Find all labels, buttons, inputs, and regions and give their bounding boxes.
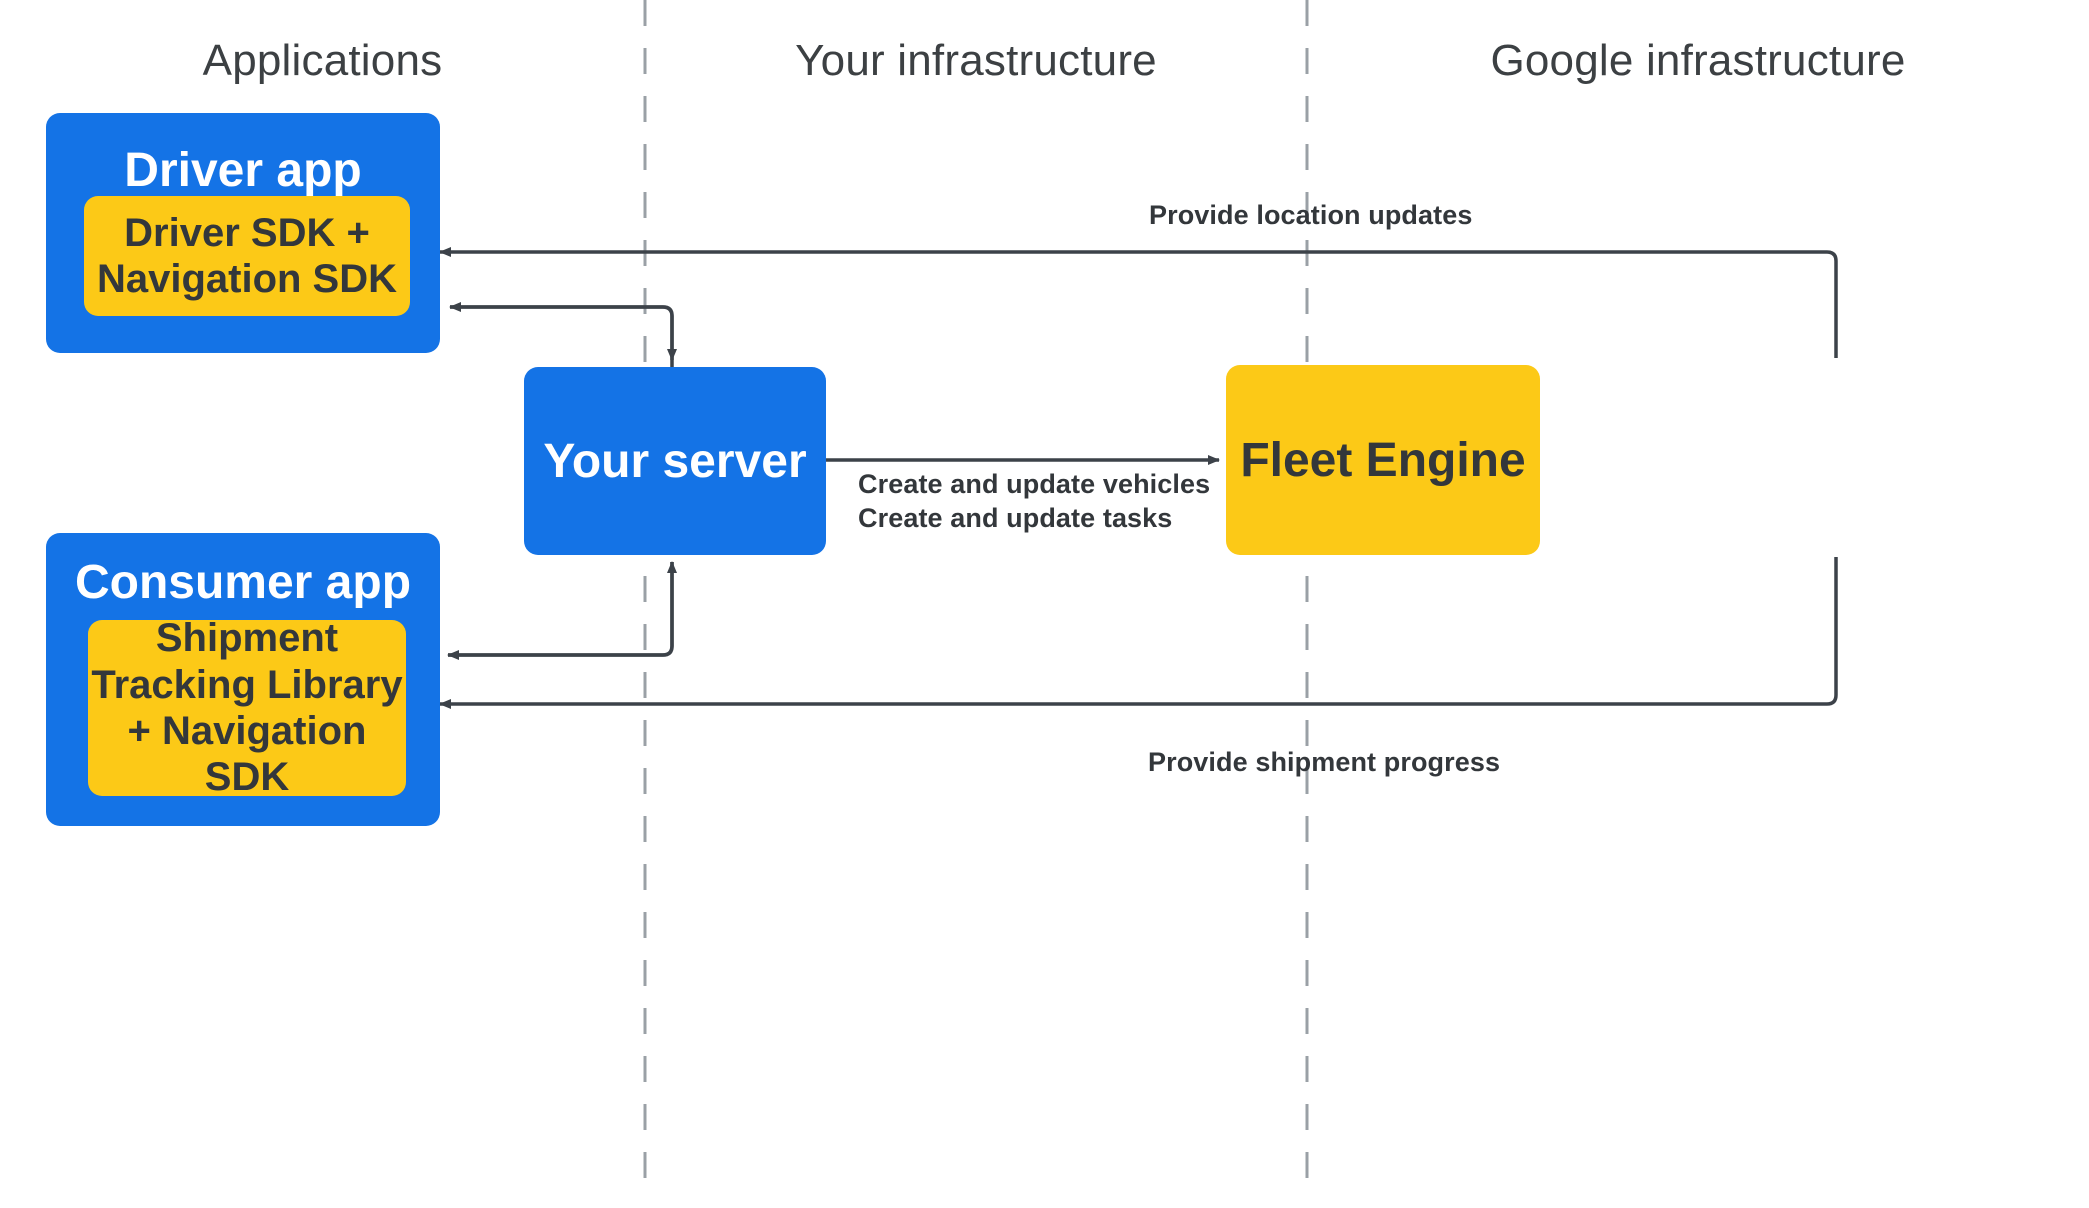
- node-driver-sdk-line-1: Driver SDK +: [124, 210, 370, 255]
- node-driver-app-title: Driver app: [124, 144, 362, 197]
- edge-label-create-and-update-vehicles: Create and update vehicles: [858, 469, 1211, 499]
- column-header-applications: Applications: [202, 36, 443, 85]
- column-header-google-infrastructure: Google infrastructure: [1490, 36, 1906, 85]
- edge-server-to-consumer-app: [447, 562, 674, 660]
- node-shipment-tracking-library-line-2: Tracking Library: [91, 662, 403, 707]
- edge-label-create-and-update-tasks: Create and update tasks: [858, 503, 1173, 533]
- node-shipment-tracking-library-label: Shipment Tracking Library + Navigation S…: [88, 615, 406, 801]
- node-your-server[interactable]: Your server: [524, 367, 826, 555]
- node-shipment-tracking-library[interactable]: Shipment Tracking Library + Navigation S…: [88, 616, 406, 799]
- edge-server-to-driver-app: [449, 302, 674, 367]
- node-your-server-label: Your server: [543, 434, 807, 488]
- node-driver-sdk-line-2: Navigation SDK: [96, 257, 398, 301]
- edge-driver-app-to-server: [450, 305, 677, 361]
- edge-label-provide-location-updates: Provide location updates: [1149, 200, 1473, 230]
- node-shipment-tracking-library-line-3: + Navigation SDK: [127, 709, 367, 800]
- edge-consumer-app-to-server: [448, 561, 677, 657]
- node-driver-sdk[interactable]: Driver SDK + Navigation SDK: [84, 196, 410, 316]
- edge-label-provide-shipment-progress: Provide shipment progress: [1148, 747, 1501, 777]
- edge-provide-shipment-progress: [439, 557, 1838, 709]
- node-shipment-tracking-library-line-1: Shipment: [155, 616, 339, 661]
- node-fleet-engine[interactable]: Fleet Engine: [1226, 365, 1540, 555]
- column-header-your-infrastructure: Your infrastructure: [795, 36, 1157, 85]
- node-fleet-engine-label: Fleet Engine: [1240, 433, 1526, 487]
- edge-provide-location-updates: [439, 247, 1838, 358]
- node-consumer-app-title: Consumer app: [74, 556, 412, 609]
- node-driver-sdk-label: Driver SDK + Navigation SDK: [97, 210, 397, 303]
